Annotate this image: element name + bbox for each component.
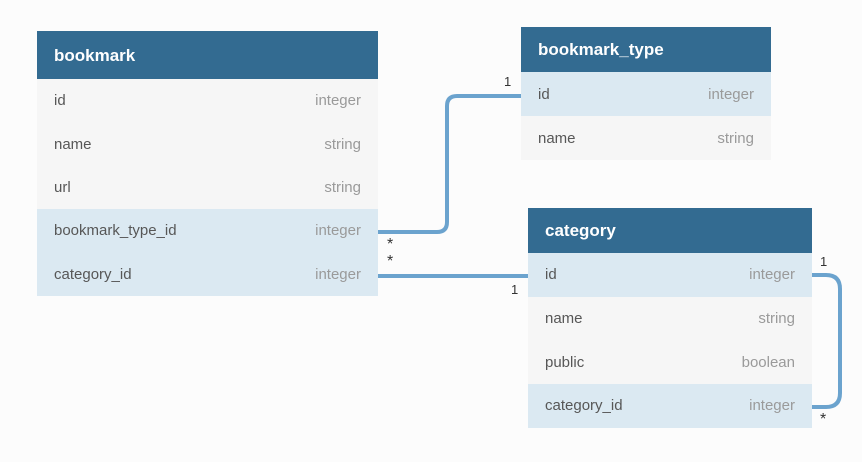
entity-columns-bookmark_type: id integer name string: [521, 72, 771, 160]
column-row-category-public[interactable]: public boolean: [528, 340, 812, 385]
column-row-bookmark_type-name[interactable]: name string: [521, 116, 771, 160]
cardinality-label-category-self-reference-0: 1: [820, 254, 828, 269]
entity-title-bookmark: bookmark: [37, 31, 378, 79]
column-type-name: string: [324, 135, 361, 153]
column-type-bookmark_type_id: integer: [315, 222, 361, 240]
column-row-bookmark-url[interactable]: url string: [37, 165, 378, 210]
column-name-url: url: [54, 178, 71, 196]
column-type-url: string: [324, 178, 361, 196]
column-row-bookmark-category_id[interactable]: category_id integer: [37, 252, 378, 296]
cardinality-label-bookmark-to-bookmark-type-1: 1: [504, 74, 512, 89]
column-name-category_id: category_id: [54, 265, 132, 283]
connector-bookmark-to-bookmark-type: [378, 94, 521, 234]
column-row-bookmark-bookmark_type_id[interactable]: bookmark_type_id integer: [37, 209, 378, 253]
column-type-id: integer: [315, 92, 361, 110]
column-type-id: integer: [708, 85, 754, 103]
column-name-category_id: category_id: [545, 397, 623, 415]
column-row-bookmark_type-id[interactable]: id integer: [521, 72, 771, 116]
column-row-category-category_id[interactable]: category_id integer: [528, 384, 812, 428]
column-row-category-name[interactable]: name string: [528, 296, 812, 341]
column-type-id: integer: [749, 266, 795, 284]
entity-columns-category: id integer name string public boolean ca…: [528, 253, 812, 428]
column-type-category_id: integer: [315, 265, 361, 283]
cardinality-label-bookmark-to-bookmark-type-0: *: [387, 236, 394, 253]
column-row-bookmark-name[interactable]: name string: [37, 122, 378, 166]
connector-category-self-reference: [812, 273, 842, 409]
column-row-category-id[interactable]: id integer: [528, 253, 812, 297]
column-name-name: name: [545, 310, 583, 328]
column-type-category_id: integer: [749, 397, 795, 415]
cardinality-label-category-self-reference-1: *: [820, 411, 827, 428]
column-type-name: string: [758, 310, 795, 328]
column-row-bookmark-id[interactable]: id integer: [37, 79, 378, 123]
entity-table-bookmark_type[interactable]: bookmark_type id integer name string: [521, 27, 771, 160]
column-name-id: id: [538, 85, 550, 103]
column-name-bookmark_type_id: bookmark_type_id: [54, 222, 177, 240]
column-type-name: string: [717, 129, 754, 147]
cardinality-label-bookmark-to-category-0: *: [387, 253, 394, 270]
entity-table-category[interactable]: category id integer name string public b…: [528, 208, 812, 428]
column-name-id: id: [545, 266, 557, 284]
entity-title-category: category: [528, 208, 812, 253]
column-name-name: name: [538, 129, 576, 147]
entity-table-bookmark[interactable]: bookmark id integer name string url stri…: [37, 31, 378, 296]
column-name-id: id: [54, 92, 66, 110]
column-name-name: name: [54, 135, 92, 153]
column-type-public: boolean: [741, 353, 795, 371]
entity-title-bookmark_type: bookmark_type: [521, 27, 771, 72]
cardinality-label-bookmark-to-category-1: 1: [511, 282, 519, 297]
entity-columns-bookmark: id integer name string url string bookma…: [37, 79, 378, 296]
column-name-public: public: [545, 353, 585, 371]
